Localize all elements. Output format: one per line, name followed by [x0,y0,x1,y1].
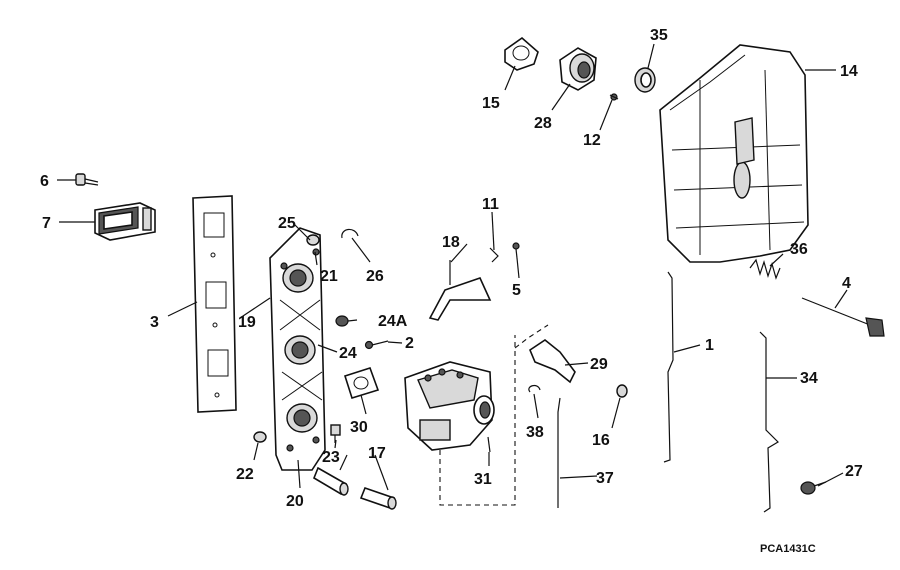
part-6-screw [75,173,99,186]
part-38-clip [528,384,541,393]
part-7-box [94,202,156,241]
callout-12: 12 [583,132,601,149]
callout-23: 23 [322,449,340,466]
callout-19: 19 [238,314,256,331]
carburetor-group-bracket [439,335,516,506]
part-24A-nut [335,315,349,327]
callout-2: 2 [405,335,414,352]
drawing-code: PCA1431C [760,543,816,555]
callout-3: 3 [150,314,159,331]
callout-30: 30 [350,419,368,436]
callout-34: 34 [800,370,818,387]
callout-labels: 1 2 3 4 5 6 7 11 12 14 15 16 17 18 19 20… [40,27,863,510]
callout-27: 27 [845,463,863,480]
callout-24: 24 [339,345,357,362]
callout-5: 5 [512,282,521,299]
part-37-rod [557,397,561,508]
part-14-silencer [659,44,809,263]
part-34-rod [759,331,779,513]
part-5-screw [512,242,520,259]
part-16-plug [616,384,628,398]
part-23-fitting [330,424,341,443]
part-36-spring [749,258,781,280]
callout-29: 29 [590,356,608,373]
part-17-hoses [313,466,397,510]
callout-18: 18 [442,234,460,251]
part-19-intake-manifold [269,227,326,471]
part-12-screw [609,93,619,101]
callout-35: 35 [650,27,668,44]
part-2-screw [364,340,389,350]
callout-17: 17 [368,445,386,462]
callout-11: 11 [482,196,499,213]
callout-7: 7 [42,215,51,232]
callout-14: 14 [840,63,858,80]
callout-21: 21 [320,268,338,285]
part-11-linkage [489,247,499,263]
callout-38: 38 [526,424,544,441]
part-28-adapter [559,47,597,91]
callout-31: 31 [474,471,492,488]
callout-16: 16 [592,432,610,449]
part-18-bracket [428,260,492,321]
callout-22: 22 [236,466,254,483]
callout-37: 37 [596,470,614,487]
callout-26: 26 [366,268,384,285]
callout-1: 1 [705,337,714,354]
part-3-gasket [192,195,237,413]
callout-20: 20 [286,493,304,510]
callout-36: 36 [790,241,808,258]
callout-24A: 24A [378,313,408,330]
leader-lines [57,43,848,491]
part-15-gasket [504,36,539,71]
part-25-plug [306,234,320,246]
part-4-shaft [801,297,885,337]
callout-28: 28 [534,115,552,132]
part-29-bracket [529,339,576,384]
part-26-clip [341,228,359,239]
part-35-seal [634,67,656,93]
callout-4: 4 [842,275,851,292]
part-22-plug [253,431,267,443]
callout-25: 25 [278,215,296,232]
part-30-gasket [343,367,380,399]
callout-15: 15 [482,95,500,112]
callout-6: 6 [40,173,49,190]
part-1-rod [663,271,674,463]
part-carburetor [404,361,495,451]
part-31-screw [487,436,491,453]
